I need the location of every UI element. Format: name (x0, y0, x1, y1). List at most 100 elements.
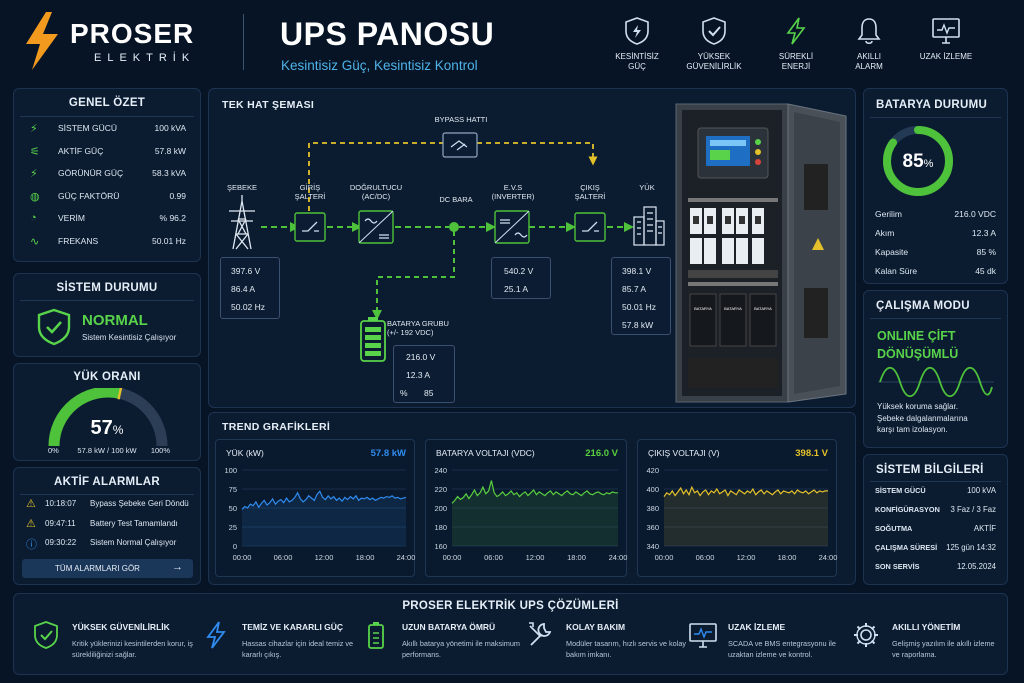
summary-row-icon: ⚟ (30, 145, 40, 158)
monitor-icon (932, 18, 960, 44)
bell-icon (857, 18, 881, 45)
summary-row-value: 100 kVA (154, 123, 186, 133)
sysinfo-row-value: 125 gün 14:32 (946, 543, 996, 552)
chart-x-tick: 18:00 (567, 553, 586, 562)
chart-x-tick: 24:00 (397, 553, 416, 562)
chart-x-tick: 00:00 (233, 553, 252, 562)
chart-y-tick: 220 (434, 485, 447, 494)
shield-check-icon (702, 17, 726, 45)
chart-series-line (451, 480, 618, 504)
sysinfo-row-value: 3 Faz / 3 Faz (950, 505, 997, 514)
chart-title: BATARYA VOLTAJI (VDC) (436, 448, 535, 458)
alarm-text[interactable]: Bypass Şebeke Geri Döndü (90, 499, 189, 508)
chart-x-tick: 12:00 (737, 553, 756, 562)
feature-uzak-izleme: UZAK İZLEME (910, 16, 982, 62)
bypass-label: BYPASS HATTI (434, 115, 488, 124)
battery-readings: 216.0 V 12.3 A % 85 (393, 345, 455, 403)
wrench-icon (529, 622, 552, 646)
alarm-time: 09:30:22 (45, 538, 77, 547)
summary-row-value: 57.8 kW (154, 145, 186, 156)
chart-x-tick: 24:00 (609, 553, 628, 562)
chart-series-line (241, 490, 407, 510)
chart-area (664, 487, 828, 546)
single-line-diagram (229, 132, 665, 362)
chart-y-tick: 400 (646, 485, 659, 494)
load-panel: YÜK ORANI 57% 0% 57.8 kW / 100 kW 100% (13, 363, 201, 461)
summary-row-value: 58.3 kVA (152, 168, 186, 178)
summary-row-icon: ⚡ (30, 123, 38, 135)
solutions-panel: PROSER ELEKTRİK UPS ÇÖZÜMLERİ (13, 593, 1008, 675)
summary-row-label: GÖRÜNÜR GÜÇ (58, 168, 124, 178)
gear-icon (854, 623, 878, 647)
alarm-time: 09:47:11 (45, 518, 76, 528)
chart-y-tick: 380 (646, 504, 659, 513)
shield-bolt-icon (625, 17, 649, 45)
diagram-title: TEK HAT ŞEMASI (222, 99, 315, 111)
battery-title: BATARYA DURUMU (876, 99, 988, 111)
summary-row-label: VERİM (58, 213, 85, 223)
batarya-label: BATARYA GRUBU(+/- 192 VDC) (387, 319, 449, 337)
all-alarms-button[interactable]: TÜM ALARMLARI GÖR → (22, 559, 193, 578)
load-value: 57 (90, 417, 113, 439)
chart-y-tick: 200 (434, 504, 447, 513)
battery-row-value: 216.0 VDC (954, 209, 996, 219)
page-subtitle: Kesintisiz Güç, Kesintisiz Kontrol (281, 58, 478, 73)
alarm-time: 10:18:07 (45, 499, 77, 508)
chart-y-tick: 0 (233, 542, 237, 551)
warning-icon: ⚠ (26, 498, 36, 510)
sebeke-label: ŞEBEKE (226, 183, 257, 192)
load-title: YÜK ORANI (73, 371, 141, 383)
load-detail: 57.8 kW / 100 kW (77, 446, 137, 455)
chart-y-tick: 180 (434, 523, 447, 532)
mode-panel: ÇALIŞMA MODU ONLINE ÇİFT DÖNÜŞÜMLÜ Yükse… (863, 290, 1008, 448)
chart-y-tick: 160 (434, 542, 447, 551)
shield-check-icon (34, 621, 58, 649)
summary-row-label: SİSTEM GÜCÜ (58, 123, 118, 133)
alarm-text[interactable]: Sistem Normal Çalışıyor (90, 538, 177, 547)
brand-logo: PROSER ELEKTRİK (22, 12, 222, 72)
load-gauge (48, 388, 168, 447)
chart-y-tick: 75 (229, 485, 237, 494)
chart-y-tick: 25 (229, 523, 237, 532)
input-readings: 397.6 V 86.4 A 50.02 Hz (220, 257, 280, 319)
lightning-logo-icon (26, 12, 58, 70)
mode-line1: ONLINE ÇİFT (877, 329, 956, 343)
dcbara-label: DC BARA (439, 195, 473, 204)
sysinfo-row-value: 12.05.2024 (956, 562, 996, 571)
chart-current-value: 216.0 V (585, 448, 618, 459)
mode-desc: Yüksek koruma sağlar.Şebeke dalgalanmala… (877, 402, 968, 434)
battery-row-label: Gerilim (875, 209, 902, 219)
brand-name: PROSER (70, 18, 195, 49)
sysinfo-row-label: ÇALIŞMA SÜRESİ (875, 543, 938, 552)
lightning-icon (206, 621, 226, 649)
load-max: 100% (150, 446, 170, 455)
mode-line2: DÖNÜŞÜMLÜ (877, 347, 959, 361)
chart-y-tick: 100 (224, 466, 237, 475)
chart-x-tick: 00:00 (443, 553, 462, 562)
chart-x-tick: 06:00 (274, 553, 293, 562)
summary-row-value: % 96.2 (159, 213, 186, 223)
summary-row-icon: ◍ (30, 190, 40, 203)
alarm-text[interactable]: Battery Test Tamamlandı (90, 518, 178, 528)
chart-current-value: 398.1 V (795, 448, 828, 459)
chart-y-tick: 240 (434, 466, 447, 475)
summary-row-value: 0.99 (169, 190, 186, 201)
load-unit: % (112, 423, 124, 437)
arrow-right-icon: → (172, 561, 183, 573)
chart-x-tick: 00:00 (655, 553, 674, 562)
sysinfo-row-label: SOĞUTMA (875, 524, 913, 533)
chart-batarya: BATARYA VOLTAJI (VDC) 216.0 V 240 220 200 180… (425, 439, 627, 577)
sysinfo-row-label: KONFİGÜRASYON (875, 505, 940, 514)
solutions-title: PROSER ELEKTRİK UPS ÇÖZÜMLERİ (402, 600, 619, 612)
sysinfo-row-value: AKTİF (973, 524, 996, 533)
chart-series-line (663, 485, 828, 497)
battery-row-label: Kapasite (875, 247, 909, 257)
